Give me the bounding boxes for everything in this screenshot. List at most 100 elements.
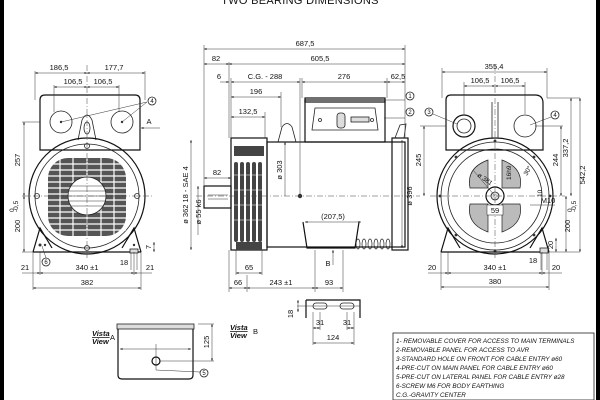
view-a-label-en: View <box>92 337 110 346</box>
legend-item: 2-REMOVABLE PANEL FOR ACCESS TO AVR <box>395 347 530 354</box>
cable-entry-hole <box>110 110 134 134</box>
dim-82: 82 <box>212 54 220 63</box>
side-view: 687,5 82 605,5 6 C.G. - 288 276 62,5 196… <box>181 39 420 292</box>
dim-542-2: 542,2 <box>578 166 587 185</box>
dim-207-5: (207,5) <box>321 212 345 221</box>
terminal-box-side <box>117 329 194 380</box>
view-b-detail: Vista View B 18 31 31 124 <box>230 299 361 345</box>
dim-243: 243 ±1 <box>270 278 293 287</box>
view-a-letter: A <box>110 333 115 342</box>
svg-text:4: 4 <box>553 113 557 119</box>
angle-30: 30° <box>522 164 534 177</box>
bracket-windows <box>469 159 521 233</box>
legend: 1- REMOVABLE COVER FOR ACCESS TO MAIN TE… <box>392 332 595 400</box>
dim-186-5: 186,5 <box>50 63 69 72</box>
dim-106-5: 106,5 <box>64 77 83 86</box>
dim-flange-sae: ø 362 18 - SAE 4 <box>181 166 190 224</box>
terminal-box <box>304 99 386 143</box>
dim-257: 257 <box>13 154 22 167</box>
dim-cg-288: C.G. - 288 <box>248 72 283 81</box>
legend-item: C.G.-GRAVITY CENTER <box>396 392 466 399</box>
callout-3 <box>424 107 434 117</box>
dim-62-5: 62,5 <box>391 72 406 81</box>
shaft <box>203 185 232 209</box>
callout-1 <box>405 91 415 101</box>
view-b-letter: B <box>253 327 258 336</box>
callout-5 <box>199 368 209 378</box>
dim-177-7: 177,7 <box>105 63 124 72</box>
rear-view: 355,4 106,5 106,5 3 4 245 244 337,2 542,… <box>414 62 587 290</box>
view-a-detail: Vista View A 125 5 <box>92 323 214 380</box>
dim-18: 18 <box>529 256 537 265</box>
dim-340: 340 ±1 <box>76 263 99 272</box>
dim-380: 380 <box>489 277 502 286</box>
drawing-title: TWO BEARING DIMENSIONS <box>221 0 379 7</box>
legend-item: 4-PRE-CUT ON MAIN PANEL FOR CABLE ENTRY … <box>396 365 553 372</box>
dim-93: 93 <box>325 278 333 287</box>
legend-item: 5-PRE-CUT ON LATERAL PANEL FOR CABLE ENT… <box>396 374 565 381</box>
rear-bracket <box>391 137 409 251</box>
dim-18: 18 <box>120 258 128 267</box>
dim-7: 7 <box>144 245 153 249</box>
dim-340: 340 ±1 <box>484 263 507 272</box>
drawing-sheet: TWO BEARING DIMENSIONS <box>4 0 596 400</box>
dim-20: 20 <box>428 263 436 272</box>
dim-605-5: 605,5 <box>311 54 330 63</box>
svg-text:0: 0 <box>567 208 574 212</box>
svg-text:4: 4 <box>150 99 154 105</box>
mounting-foot <box>302 221 360 249</box>
dim-355-4: 355,4 <box>485 62 504 71</box>
view-a-label-it: Vista <box>92 329 110 338</box>
dim-106-5: 106,5 <box>501 76 520 85</box>
dim-124: 124 <box>327 333 340 342</box>
dim-21: 21 <box>146 263 154 272</box>
dim-245: 245 <box>414 154 423 167</box>
dim-196: 196 <box>250 87 263 96</box>
svg-text:-0,5: -0,5 <box>13 200 20 212</box>
cable-entry-hole <box>49 110 73 134</box>
dim-10: 10 <box>537 189 544 197</box>
svg-text:3: 3 <box>427 110 431 116</box>
front-view: 186,5 177,7 106,5 106,5 4 A 257 200 0 -0… <box>9 63 160 290</box>
svg-text:0: 0 <box>9 208 16 212</box>
thread-m10: M10 <box>541 196 556 205</box>
dim-31: 31 <box>316 318 324 327</box>
dim-21: 21 <box>21 263 29 272</box>
dim-687-5: 687,5 <box>296 39 315 48</box>
dim-20: 20 <box>546 241 555 249</box>
cover-top <box>116 323 195 330</box>
technical-drawing: TWO BEARING DIMENSIONS <box>9 0 595 400</box>
dim-shaft-dia: ø 55 k6 <box>194 199 203 224</box>
lifting-eye <box>277 123 297 143</box>
svg-text:2: 2 <box>408 110 412 116</box>
svg-text:-0,5: -0,5 <box>571 200 578 212</box>
callout-2 <box>405 107 415 117</box>
key-16h9: 16h9 <box>506 165 513 180</box>
dim-200: 200 <box>13 220 22 233</box>
legend-box <box>392 332 595 400</box>
dim-65: 65 <box>245 263 253 272</box>
stator-body <box>266 141 406 248</box>
legend-item: 1- REMOVABLE COVER FOR ACCESS TO MAIN TE… <box>396 338 575 345</box>
callout-4 <box>147 96 157 106</box>
callout-4 <box>550 110 560 120</box>
dim-276: 276 <box>338 72 351 81</box>
svg-text:5: 5 <box>202 371 206 377</box>
legend-item: 3-STANDARD HOLE ON FRONT FOR CABLE ENTRY… <box>396 356 563 363</box>
dim-66: 66 <box>234 278 242 287</box>
foot-plate <box>305 299 361 318</box>
terminal-box <box>445 94 544 151</box>
dim-106-5: 106,5 <box>94 77 113 86</box>
view-a-marker: A <box>146 117 151 126</box>
dim-382: 382 <box>81 278 94 287</box>
dim-303: ø 303 <box>275 160 284 179</box>
view-b-label-en: View <box>230 331 248 340</box>
callout-6 <box>41 257 51 267</box>
dim-200: 200 <box>563 220 572 233</box>
svg-text:1: 1 <box>408 94 412 100</box>
dim-132-5: 132,5 <box>239 107 258 116</box>
dim-20: 20 <box>552 263 560 272</box>
dim-18: 18 <box>286 310 295 318</box>
dim-244: 244 <box>551 154 560 167</box>
view-b-label-it: Vista <box>230 323 248 332</box>
